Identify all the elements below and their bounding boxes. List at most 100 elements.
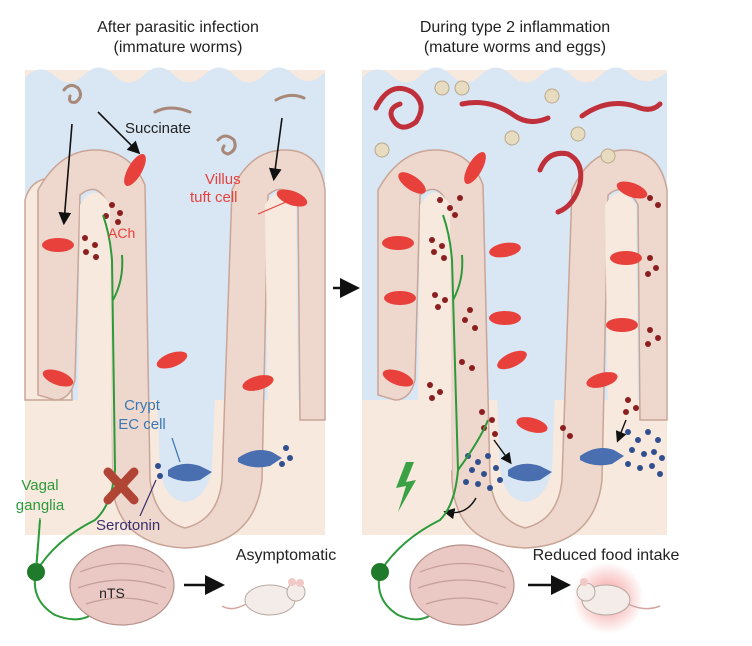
ach-dot: [437, 389, 443, 395]
succinate-label: Succinate: [125, 120, 191, 137]
right-tuft-cells: [382, 152, 648, 433]
serotonin-dot: [625, 429, 631, 435]
left-villus-core-2: [265, 192, 298, 415]
immature-worm: [216, 134, 237, 156]
nerve-fiber: [379, 214, 460, 573]
left-panel: [24, 67, 326, 626]
ach-dot: [472, 325, 478, 331]
tuft-cell: [156, 351, 188, 369]
tuft-cell: [398, 172, 426, 194]
tuft-cell: [464, 152, 486, 184]
right-panel: [362, 67, 668, 634]
ach-dot: [439, 243, 445, 249]
ach-dot: [82, 235, 88, 241]
tuft-cell: [384, 291, 416, 305]
tuft-cell: [382, 236, 414, 250]
ach-label: ACh: [108, 225, 135, 241]
tuft-cell: [610, 251, 642, 265]
arrow: [443, 497, 477, 520]
tuft-cell: [497, 350, 527, 370]
crypt-label-pointer: [171, 437, 181, 463]
ach-dot: [117, 210, 123, 216]
serotonin-label-pointer: [139, 479, 157, 517]
ach-dot: [447, 205, 453, 211]
right-ec-cells: [508, 448, 624, 482]
ach-dot: [655, 202, 661, 208]
serotonin-dot: [493, 465, 499, 471]
right-release-arrows: [443, 419, 627, 520]
tuft-cell: [616, 181, 648, 199]
left-serotonin-dots: [155, 445, 293, 479]
egg: [454, 80, 470, 96]
lightning-icon: [396, 462, 416, 512]
nerve-fiber: [452, 254, 464, 301]
ach-dot: [435, 304, 441, 310]
serotonin-dot: [657, 471, 663, 477]
vagal-ganglia-label-line2: ganglia: [16, 497, 65, 514]
serotonin-dot: [475, 459, 481, 465]
nerve-fiber: [377, 571, 436, 621]
egg: [544, 88, 560, 104]
ach-dot: [431, 249, 437, 255]
immature-worm: [274, 93, 306, 102]
arrow: [268, 117, 283, 182]
serotonin-dot: [655, 437, 661, 443]
left-crypt-lumen: [150, 177, 222, 502]
left-outcome-label: Asymptomatic: [236, 547, 336, 564]
ach-dot: [625, 397, 631, 403]
ec-cell: [238, 450, 282, 468]
left-ec-cells: [168, 450, 282, 482]
serotonin-dot: [497, 477, 503, 483]
vagal-ganglion: [27, 563, 45, 581]
ach-dot: [109, 202, 115, 208]
mature-worm: [459, 100, 551, 124]
right-mature-worms: [373, 86, 663, 215]
left-succinate-arrows: [58, 111, 283, 226]
ach-dot: [492, 431, 498, 437]
tuft-cell: [606, 318, 638, 332]
serotonin-dot: [641, 451, 647, 457]
arrow: [615, 419, 627, 443]
nerve-fiber: [33, 571, 96, 621]
ach-dot: [427, 382, 433, 388]
immature-worm: [153, 106, 192, 114]
ach-dot: [560, 425, 566, 431]
egg: [570, 126, 586, 142]
left-panel-title-line1: After parasitic infection: [97, 19, 259, 36]
right-ach-dots: [427, 195, 661, 439]
villus-tuft-label-line2: tuft cell: [190, 189, 238, 206]
ec-cell: [580, 448, 624, 466]
serotonin-dot: [625, 461, 631, 467]
ach-dot: [655, 335, 661, 341]
ach-dot: [645, 341, 651, 347]
arrow: [58, 123, 73, 226]
serotonin-dot: [637, 465, 643, 471]
ach-dot: [459, 359, 465, 365]
ach-dot: [83, 249, 89, 255]
ach-dot: [442, 297, 448, 303]
serotonin-dot: [481, 471, 487, 477]
serotonin-dot: [157, 473, 163, 479]
ach-dot: [647, 327, 653, 333]
left-panel-title-line2: (immature worms): [114, 39, 243, 56]
right-crypt-lumen: [490, 177, 562, 502]
ach-dot: [479, 409, 485, 415]
right-vagal-nerve: [377, 214, 489, 621]
ach-dot: [432, 292, 438, 298]
egg: [374, 142, 390, 158]
arrow: [493, 439, 512, 465]
left-brainstem: [69, 544, 175, 626]
ach-dot: [92, 242, 98, 248]
ach-dot: [489, 417, 495, 423]
serotonin-label: Serotonin: [96, 517, 160, 534]
arrow: [97, 111, 141, 155]
nts-label: nTS: [99, 585, 125, 601]
serotonin-dot: [283, 445, 289, 451]
ach-dot: [647, 195, 653, 201]
ach-dot: [452, 212, 458, 218]
ach-dot: [462, 317, 468, 323]
serotonin-dot: [485, 453, 491, 459]
tuft-label-pointer: [257, 201, 287, 215]
left-villus-core-1: [78, 192, 112, 475]
